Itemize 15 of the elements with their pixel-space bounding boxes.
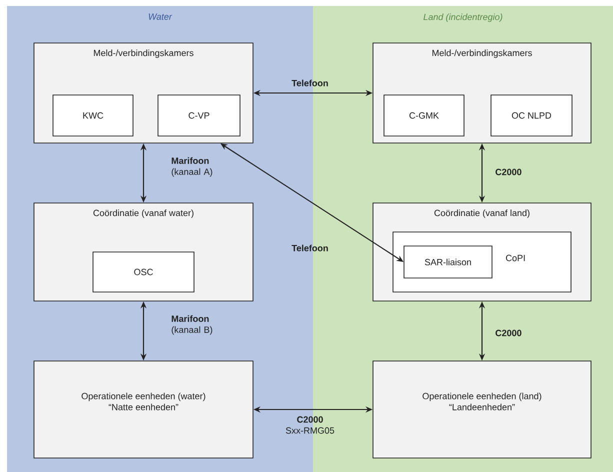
panel-box: Operationele eenheden (water) “Natte eenheden” [34,360,254,458]
unit-box: C-GMK [384,94,464,136]
edge-label: Marifoon (kanaal B) [172,315,212,335]
unit-box: OC NLPD [490,94,572,136]
unit-box: OSC [92,252,194,292]
edge-label: C2000 Sxx-RMG05 [286,416,334,434]
edge-label: Marifoon (kanaal A) [172,157,212,177]
unit-box: KWC [52,94,134,136]
edge-label: C2000 [496,330,522,336]
edge-label: C2000 [496,168,522,176]
panel-box: Operationele eenheden (land) “Landeenheden” [372,360,592,458]
unit-box: C-VP [158,94,240,136]
edge-label: Telefoon [292,244,328,252]
edge-label: Telefoon [292,80,328,86]
unit-box: SAR-liaison [404,246,492,278]
